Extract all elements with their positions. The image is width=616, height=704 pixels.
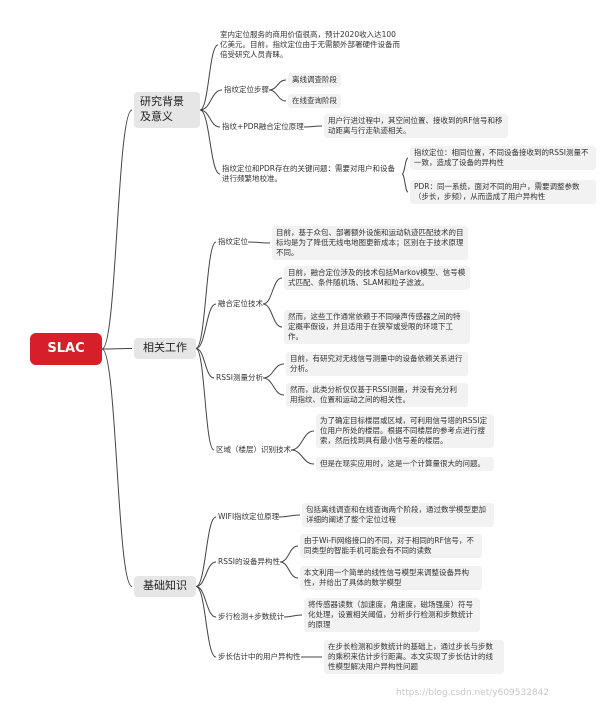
sub-commercial-value: 室内定位服务的商用价值很高，预计2020收入达100亿美元。目前，指纹定位由于无… <box>220 30 400 60</box>
connector-sub-floor-identification <box>195 348 215 451</box>
connector-leaf-rssi-analysis-current <box>262 363 285 379</box>
connector-branch-research-background <box>101 109 133 350</box>
leaf-rssi-linear-model: 本文利用一个简单的线性信号模型来调整设备异构性，并给出了具体的数学模型 <box>300 566 482 591</box>
connector-leaf-fingerprint-heterogeneity <box>401 157 409 175</box>
sub-rssi-device-heterogeneity: RSSI的设备异构性 <box>218 557 280 566</box>
leaf-fingerprint-heterogeneity: 指纹定位：相同位置，不同设备接收到的RSSI测量不一致，造成了设备的异构性 <box>410 146 596 171</box>
connector-branch-related-work <box>101 348 133 350</box>
sub-step-detection: 步行检测+步数统计 <box>218 612 285 621</box>
connector-leaf-pdr-heterogeneity <box>401 173 409 193</box>
connector-leaf-fusion-principle <box>303 125 323 128</box>
connector-leaf-online-query <box>268 89 287 102</box>
connector-leaf-rssi-linear-model <box>279 561 299 579</box>
sub-key-problem: 指纹定位和PDR存在的关键问题：需要对用户和设备进行频繁地校准。 <box>222 164 396 184</box>
leaf-rssi-analysis-current: 目前，有研究对无线信号测量中的设备依赖关系进行分析。 <box>286 352 468 377</box>
leaf-fusion-tech-current: 目前，融合定位涉及的技术包括Markov模型、信号模式匹配、条件随机场、SLAM… <box>284 266 470 291</box>
sub-rssi-analysis: RSSI测量分析 <box>216 373 263 382</box>
connector-leaf-wifi-fingerprint-principle <box>278 514 301 518</box>
connector-leaf-fingerprint-positioning <box>247 241 271 244</box>
leaf-floor-identification-method: 为了确定目标楼层或区域，可利用信号塔的RSSI定位用户所处的楼层。根据不同楼层的… <box>316 414 494 449</box>
connector-leaf-fusion-tech-limitation <box>262 303 283 328</box>
leaf-rssi-analysis-limitation: 然而，此类分析仅仅基于RSSI测量，并没有充分利用指纹、位置和运动之间的相关性。 <box>286 383 468 408</box>
connector-sub-rssi-device-heterogeneity <box>195 561 217 587</box>
connector-leaf-step-detection <box>283 614 303 618</box>
connector-sub-key-problem <box>199 109 221 175</box>
connector-sub-rssi-analysis <box>195 348 215 379</box>
sub-wifi-fingerprint-principle: WIFI指纹定位原理 <box>218 512 280 521</box>
connector-sub-commercial-value <box>199 44 219 111</box>
connector-leaf-floor-identification-cost <box>290 449 315 465</box>
connector-sub-fusion-principle <box>199 109 221 128</box>
leaf-rssi-wifi-interface: 由于Wi-Fi网络接口的不同，对于相同的RF信号，不同类型的智能手机可能会有不同… <box>300 534 482 559</box>
branch-basic-knowledge[interactable]: 基础知识 <box>134 576 196 597</box>
leaf-fingerprint-positioning: 目前，基于众包、部署额外设施和运动轨迹匹配技术的目标均是为了降低无线电地图更新成… <box>272 226 468 261</box>
connector-sub-fingerprint-steps <box>199 89 223 111</box>
connector-leaf-floor-identification-method <box>290 430 315 451</box>
branch-related-work[interactable]: 相关工作 <box>134 338 196 359</box>
connector-branch-basic-knowledge <box>101 348 133 587</box>
leaf-offline-survey: 离线调查阶段 <box>288 73 341 88</box>
connector-sub-step-length-heterogeneity <box>195 586 217 658</box>
sub-step-length-heterogeneity: 步长估计中的用户异构性 <box>218 652 301 661</box>
connector-leaf-fusion-tech-current <box>262 277 283 305</box>
connector-sub-fingerprint-positioning <box>195 241 217 349</box>
root-node[interactable]: SLAC <box>30 333 102 365</box>
connector-leaf-offline-survey <box>268 79 287 91</box>
sub-fusion-principle: 指纹+PDR融合定位原理 <box>222 122 304 131</box>
connector-sub-wifi-fingerprint-principle <box>195 516 217 587</box>
connector-leaf-rssi-wifi-interface <box>279 545 299 563</box>
leaf-step-length-heterogeneity: 在步长检测和步数统计的基础上，通过步长与步数的乘积来估计步行距离。本文实现了步长… <box>324 640 504 675</box>
connector-sub-fusion-technology <box>195 303 217 349</box>
sub-floor-identification: 区域（楼层）识别技术 <box>216 445 291 454</box>
sub-fingerprint-steps: 指纹定位步骤 <box>224 85 269 94</box>
leaf-pdr-heterogeneity: PDR：同一系统，面对不同的用户，需要调整参数（步长，步频），从而造成了用户异构… <box>410 180 596 205</box>
leaf-step-detection: 将传感器读数（加速度，角速度，磁场强度）符号化处理，设置相关阈值，分析步行检测和… <box>304 598 480 633</box>
connector-sub-step-detection <box>195 586 217 618</box>
leaf-floor-identification-cost: 但是在现实应用时，这是一个计算量很大的问题。 <box>316 457 494 472</box>
branch-research-background[interactable]: 研究背景及意义 <box>134 92 200 128</box>
leaf-fusion-tech-limitation: 然而，这些工作通常依赖于不同噪声传感器之间的特定概率假设，并且适用于在狭窄或受限… <box>284 310 470 345</box>
sub-fingerprint-positioning: 指纹定位 <box>218 237 248 246</box>
leaf-fusion-principle: 用户行进过程中，其空间位置、接收到的RF信号和移动距离与行走轨迹相关。 <box>324 114 508 139</box>
sub-fusion-technology: 融合定位技术 <box>218 299 263 308</box>
watermark: https://blog.csdn.net/y609532842 <box>396 688 550 698</box>
leaf-online-query: 在线查询阶段 <box>288 94 341 109</box>
leaf-wifi-fingerprint-principle: 包括离线调查和在线查询两个阶段，通过数学模型更加详细的阐述了整个定位过程 <box>302 503 494 528</box>
connector-leaf-rssi-analysis-limitation <box>262 377 285 396</box>
